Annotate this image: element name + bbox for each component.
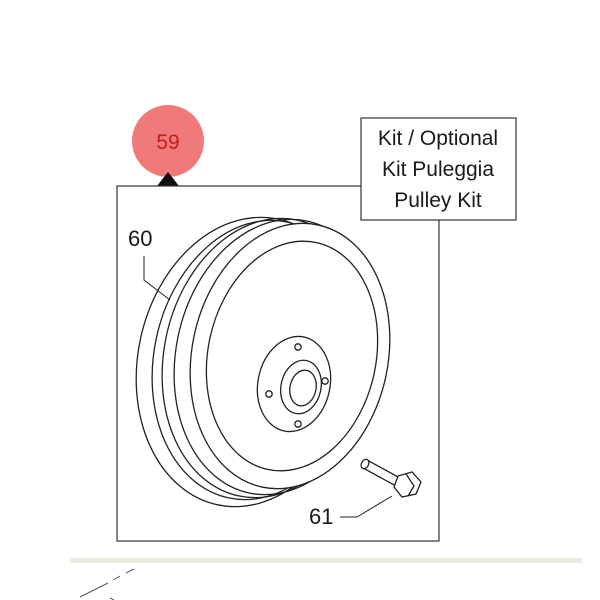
bolt-icon bbox=[360, 458, 422, 498]
callout-bubble-59 bbox=[132, 105, 204, 177]
callout-number: 59 bbox=[156, 131, 179, 154]
callout-pointer bbox=[157, 172, 179, 186]
pulley-icon bbox=[135, 216, 391, 508]
leader-line-61 bbox=[340, 495, 393, 518]
kit-label-line-3: Pulley Kit bbox=[394, 189, 482, 212]
footer-rule bbox=[70, 558, 582, 563]
kit-label-line-2: Kit Puleggia bbox=[382, 158, 494, 181]
part-number-61: 61 bbox=[309, 504, 333, 529]
dash-marks bbox=[79, 568, 135, 598]
kit-label-box bbox=[360, 117, 517, 221]
assembly-frame bbox=[116, 185, 440, 542]
kit-label-line-1: Kit / Optional bbox=[378, 127, 498, 150]
part-number-60: 60 bbox=[128, 226, 152, 251]
leader-line-60 bbox=[143, 256, 171, 301]
